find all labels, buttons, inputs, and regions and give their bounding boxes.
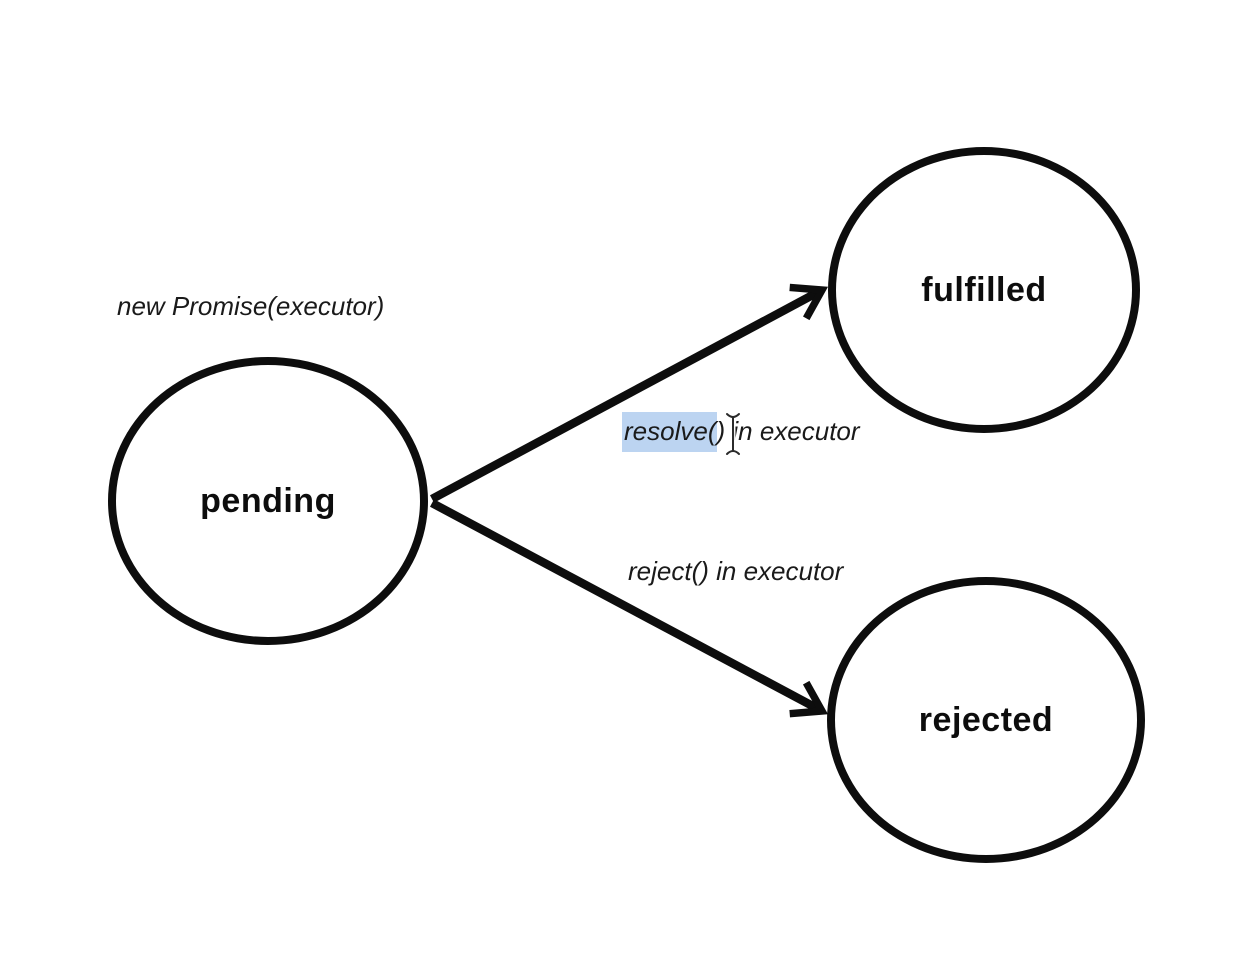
label-resolve-rest: ) in executor: [716, 416, 860, 446]
node-pending[interactable]: pending: [108, 357, 428, 645]
label-resolve[interactable]: resolve() in executor: [622, 412, 860, 452]
edge-pending-rejected: [430, 499, 829, 718]
node-rejected-label: rejected: [918, 700, 1054, 739]
selected-text[interactable]: resolve(: [622, 412, 718, 452]
label-new-promise[interactable]: new Promise(executor): [117, 291, 385, 321]
node-rejected[interactable]: rejected: [827, 577, 1145, 863]
edge-pending-fulfilled: [429, 283, 829, 503]
node-fulfilled-label: fulfilled: [921, 270, 1047, 309]
label-reject[interactable]: reject() in executor: [628, 556, 844, 586]
node-pending-label: pending: [200, 481, 336, 520]
node-fulfilled[interactable]: fulfilled: [828, 147, 1140, 433]
